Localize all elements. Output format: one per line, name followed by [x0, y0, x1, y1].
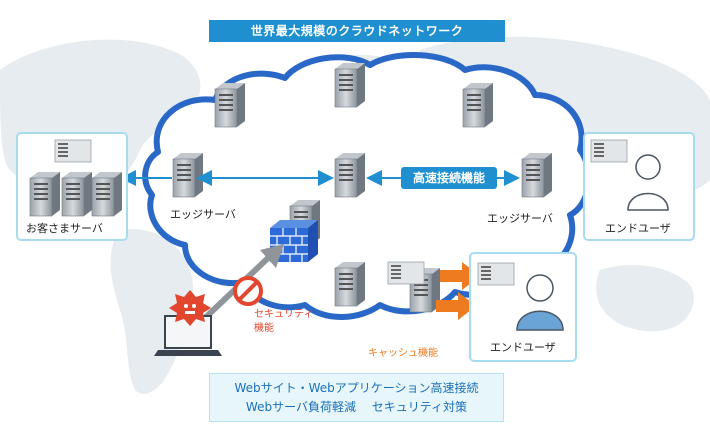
- end-user-rack-bottom: [477, 262, 515, 286]
- feature-summary-line2: Webサーバ負荷軽減 セキュリティ対策: [245, 400, 468, 414]
- edge-server-right: [521, 152, 553, 198]
- feature-summary-box: Webサイト・Webアプリケーション高速接続 Webサーバ負荷軽減 セキュリティ…: [209, 373, 504, 422]
- cache-rack: [387, 261, 425, 285]
- customer-server-1: [29, 171, 61, 217]
- customer-server-3: [91, 171, 123, 217]
- block-icon: [233, 276, 263, 306]
- user-icon-filled: [516, 274, 564, 331]
- end-user-label-bottom: エンドユーザ: [490, 341, 556, 354]
- server-center: [334, 152, 366, 198]
- end-user-rack-right: [590, 139, 628, 163]
- edge-server-left: [172, 152, 204, 198]
- virus-icon: [169, 290, 211, 326]
- end-user-label-right: エンドユーザ: [605, 222, 671, 235]
- diagram-title: 世界最大規模のクラウドネットワーク: [209, 20, 505, 42]
- cache-arrow-lower: [436, 292, 476, 320]
- customer-server-2: [61, 171, 93, 217]
- attack-arrow-head: [260, 244, 284, 268]
- feature-summary-line1: Webサイト・Webアプリケーション高速接続: [234, 381, 479, 395]
- cache-function-label: キャッシュ機能: [368, 348, 438, 359]
- security-label-line2: ティ: [294, 309, 314, 320]
- user-icon: [627, 154, 669, 211]
- server-top-right: [462, 82, 494, 128]
- security-label-line3: 機能: [254, 323, 274, 334]
- server-top-left: [214, 82, 246, 128]
- customer-rack: [54, 139, 92, 163]
- edge-server-left-label: エッジサーバ: [170, 208, 236, 221]
- speed-connection-label: 高速接続機能: [401, 167, 497, 189]
- server-bottom-center: [334, 261, 366, 307]
- customer-server-label: お客さまサーバ: [26, 222, 103, 235]
- server-top-center: [334, 62, 366, 108]
- security-label-line1: セキュリ: [254, 309, 294, 320]
- security-function-label: セキュリティ 機能: [254, 308, 313, 336]
- edge-server-right-label: エッジサーバ: [487, 212, 553, 225]
